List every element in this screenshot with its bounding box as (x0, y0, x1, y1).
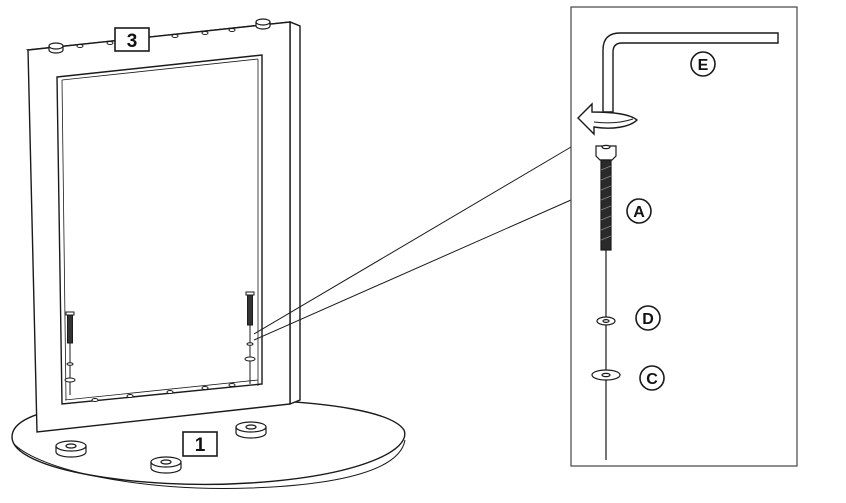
left-bolt-stack (64, 311, 76, 395)
label-flat-washer: C (639, 365, 665, 391)
base-feet (55, 421, 267, 474)
bolt-icon (595, 144, 617, 460)
foot-right (235, 421, 267, 439)
letter-flat-washer: C (646, 371, 658, 388)
allen-key-icon (602, 32, 779, 113)
frame-top-caps (48, 18, 271, 54)
lock-washer-icon (596, 316, 616, 326)
part-label-base: 1 (182, 431, 218, 457)
part-number-base: 1 (195, 435, 206, 456)
label-hex-key: E (690, 51, 716, 77)
right-bolt-stack (244, 291, 256, 384)
rotate-arrow-icon (577, 102, 639, 136)
letter-bolt: A (633, 204, 645, 221)
frame-bottom-holes (91, 383, 236, 402)
label-bolt: A (626, 198, 652, 224)
washer-icon (591, 369, 621, 381)
zoom-callout-lines (253, 146, 572, 341)
letter-hex-key: E (698, 57, 709, 74)
foot-left (55, 440, 87, 458)
frame (25, 20, 301, 433)
foot-center (150, 456, 182, 474)
label-lock-washer: D (635, 305, 661, 331)
part-label-frame: 3 (114, 27, 150, 52)
letter-lock-washer: D (642, 311, 654, 328)
part-number-frame: 3 (127, 31, 138, 52)
bolt-thread (600, 165, 612, 241)
